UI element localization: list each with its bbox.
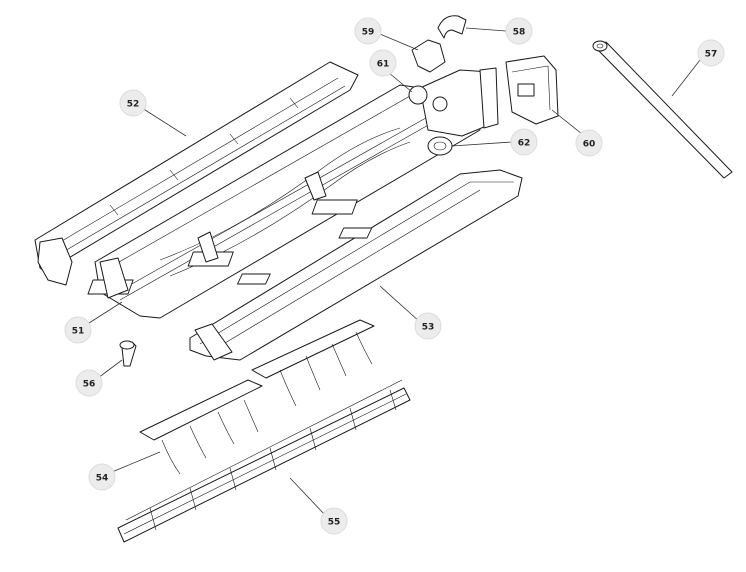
leader-55: [289, 477, 327, 517]
part-62-bearing-cap: [427, 136, 453, 156]
leader-57: [671, 59, 701, 97]
part-52-front-cover: [34, 61, 359, 286]
svg-text:61: 61: [377, 60, 390, 70]
svg-text:60: 60: [583, 140, 596, 150]
callout-60: 60: [575, 129, 603, 157]
svg-text:62: 62: [518, 139, 531, 149]
leader-59: [379, 33, 419, 51]
part-58-small-clip: [437, 15, 467, 39]
svg-text:53: 53: [422, 323, 435, 333]
callout-61: 61: [369, 49, 397, 77]
part-60-control-box: [505, 55, 559, 125]
svg-text:57: 57: [705, 50, 718, 60]
part-56-pin: [119, 340, 137, 367]
callout-52: 52: [119, 89, 147, 117]
leader-51: [85, 301, 123, 326]
callout-62: 62: [510, 128, 538, 156]
part-59-clip: [411, 39, 446, 73]
svg-text:52: 52: [127, 100, 140, 110]
svg-text:56: 56: [83, 380, 96, 390]
svg-text:54: 54: [96, 474, 109, 484]
part-53-lower-base: [189, 169, 523, 361]
callout-54: 54: [88, 463, 116, 491]
part-57-shaft: [592, 40, 733, 179]
callout-55: 55: [320, 507, 348, 535]
svg-text:59: 59: [362, 28, 375, 38]
callout-57: 57: [697, 39, 725, 67]
leader-lines: [85, 27, 701, 517]
part-61-motor-bracket: [408, 67, 499, 137]
callout-59: 59: [354, 17, 382, 45]
callout-58: 58: [505, 17, 533, 45]
svg-text:55: 55: [328, 518, 341, 528]
callout-53: 53: [414, 312, 442, 340]
leader-53: [379, 285, 421, 323]
leader-58: [465, 27, 507, 32]
leader-52: [141, 107, 187, 137]
svg-text:51: 51: [72, 327, 85, 337]
part-55-grille: [117, 379, 411, 543]
leader-56: [97, 359, 123, 379]
part-54-louver-linkage: [139, 319, 375, 475]
leader-54: [111, 451, 161, 473]
callout-51: 51: [64, 316, 92, 344]
leader-60: [551, 109, 583, 135]
svg-text:58: 58: [513, 28, 526, 38]
callout-56: 56: [75, 369, 103, 397]
leader-62: [451, 141, 513, 147]
